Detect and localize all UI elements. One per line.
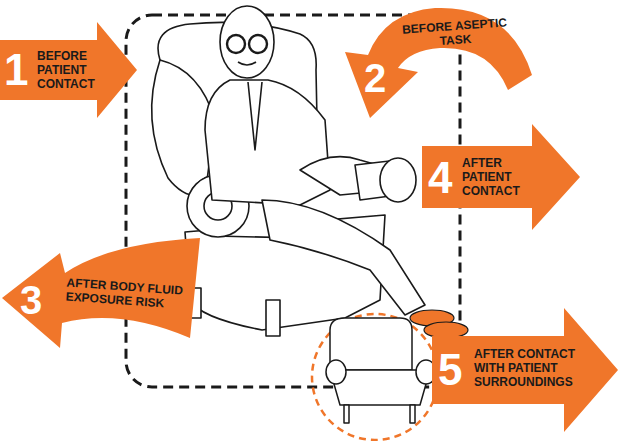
arrow-shape — [432, 308, 618, 432]
surroundings-circle — [312, 314, 438, 440]
small-chair-leg — [344, 405, 349, 423]
arrow-shape — [0, 22, 137, 118]
moment-number: 4 — [428, 156, 452, 200]
arrow-shape — [345, 8, 532, 118]
moment-number: 5 — [438, 348, 462, 392]
glasses — [227, 35, 245, 53]
slipper — [424, 322, 468, 338]
moment-number: 2 — [364, 58, 386, 98]
moment-label: BEFORE PATIENT CONTACT — [37, 49, 99, 91]
arrow-shape — [2, 238, 200, 348]
robe — [205, 80, 330, 205]
moment-number: 3 — [20, 280, 42, 320]
legs — [262, 200, 425, 315]
arrow-callout: 2BEFORE ASEPTIC TASK — [340, 0, 536, 125]
collar — [248, 82, 262, 150]
mouth — [238, 62, 256, 65]
moment-label: AFTER CONTACT WITH PATIENT SURROUNDINGS — [474, 347, 579, 389]
arrow-callout: 5 AFTER CONTACT WITH PATIENT SURROUNDINGS — [432, 308, 618, 432]
arrow-callout: 4AFTER PATIENT CONTACT — [422, 124, 580, 230]
glasses — [249, 35, 267, 53]
arrow-callout: 3AFTER BODY FLUID EXPOSURE RISK — [0, 238, 205, 350]
chair-leg — [266, 300, 280, 336]
arm-roll — [380, 158, 416, 202]
small-chair-arm — [326, 360, 346, 384]
head — [220, 6, 274, 78]
moment-label: AFTER PATIENT CONTACT — [462, 156, 532, 198]
small-chair-leg — [410, 405, 415, 423]
moment-number: 1 — [4, 48, 28, 92]
arrow-callout: 1BEFORE PATIENT CONTACT — [0, 22, 137, 118]
arrow-shape — [422, 124, 580, 230]
